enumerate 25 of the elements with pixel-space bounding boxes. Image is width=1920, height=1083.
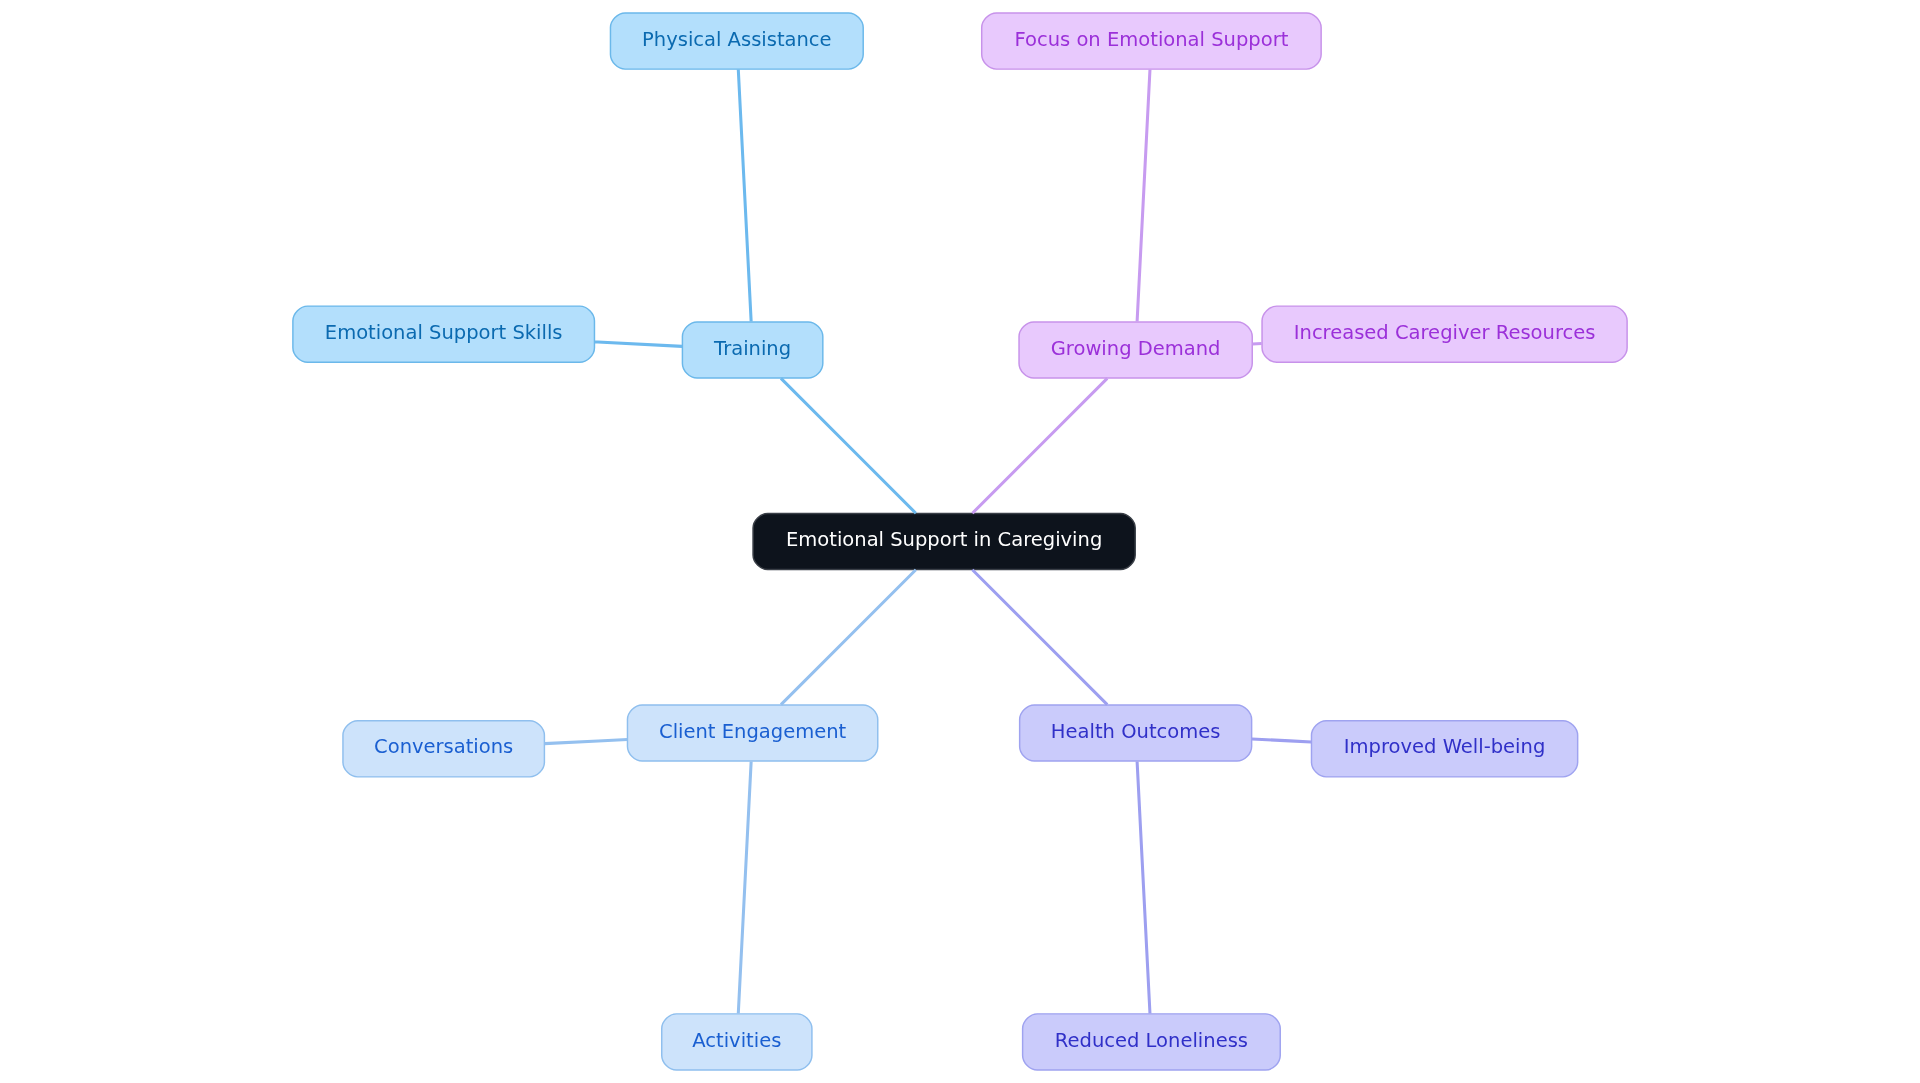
connector xyxy=(736,69,753,322)
connector xyxy=(1251,737,1312,744)
node-box: Client Engagement xyxy=(626,704,879,762)
connector xyxy=(1135,761,1152,1014)
node-box: Physical Assistance xyxy=(609,12,864,70)
node-box: Increased Caregiver Resources xyxy=(1261,305,1628,364)
node-box: Growing Demand xyxy=(1018,321,1253,379)
connector xyxy=(779,377,917,515)
node-box: Health Outcomes xyxy=(1018,704,1253,762)
connector xyxy=(971,568,1109,706)
connector xyxy=(1135,69,1152,322)
node-box: Emotional Support in Caregiving xyxy=(752,512,1136,571)
connector xyxy=(594,340,683,348)
connector xyxy=(544,737,628,746)
node-box: Improved Well-being xyxy=(1310,719,1579,778)
connector xyxy=(736,761,753,1014)
node-box: Focus on Emotional Support xyxy=(980,12,1322,70)
node-box: Conversations xyxy=(342,719,546,778)
node-box: Reduced Loneliness xyxy=(1021,1013,1281,1071)
node-box: Emotional Support Skills xyxy=(292,305,596,364)
node-box: Training xyxy=(681,321,824,379)
connector xyxy=(779,568,917,706)
connector xyxy=(971,377,1109,515)
node-box: Activities xyxy=(661,1013,813,1071)
connector xyxy=(1252,342,1262,346)
